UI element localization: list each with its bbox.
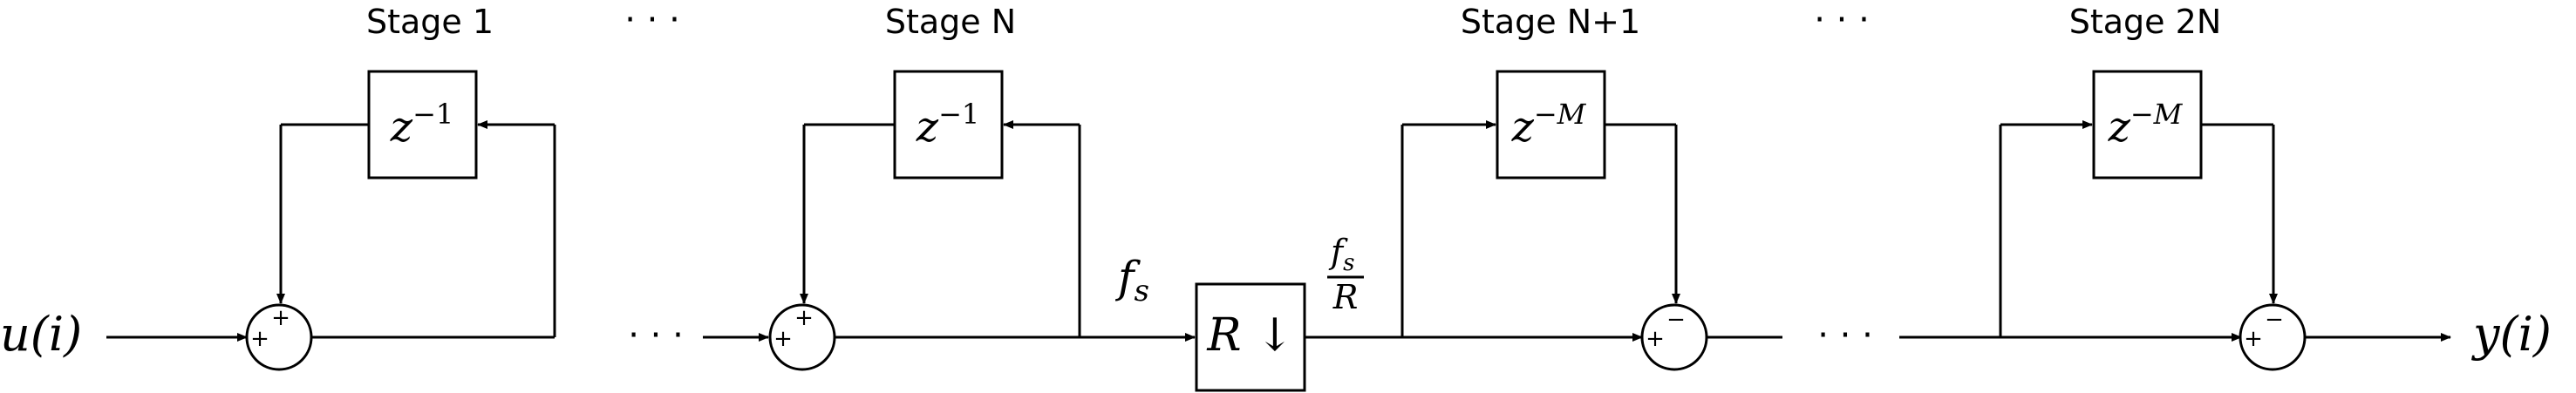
decimator-block <box>1195 282 1306 392</box>
output-rate-denominator: R <box>1332 278 1359 316</box>
stage-2n-comb-delay-block <box>2092 70 2203 180</box>
stage-n-plus-left: + <box>773 326 793 352</box>
stage-n-delay-block <box>893 70 1004 180</box>
stage-n-delay-label: z−1 <box>916 98 979 152</box>
decimator-label: R ↓ <box>1206 309 1293 362</box>
output-rate-numerator: fs <box>1328 233 1354 276</box>
output-signal-label: y(i) <box>2471 307 2552 362</box>
stage-1-plus-left: + <box>250 326 269 352</box>
input-rate-label: fs <box>1114 252 1149 308</box>
stage-n1-comb-delay-label: z−M <box>1511 98 1587 152</box>
stage-2n-label: Stage 2N <box>2069 3 2222 41</box>
stage-n-plus-top: + <box>794 305 814 331</box>
top-ellipsis-2: · · · <box>1814 0 1870 40</box>
input-signal-label: u(i) <box>0 307 82 362</box>
stage-1-delay-label: z−1 <box>390 98 453 152</box>
stage-n1-minus-top: − <box>1666 307 1686 333</box>
stage-n1-plus-left: + <box>1646 326 1665 352</box>
stage-1-plus-top: + <box>271 305 290 331</box>
stage-2n-minus-top: − <box>2265 307 2284 333</box>
path-ellipsis-2: · · · <box>1817 315 1873 356</box>
stage-n-label: Stage N <box>885 3 1016 41</box>
top-ellipsis-1: · · · <box>624 0 680 40</box>
stage-n-plus-1-label: Stage N+1 <box>1461 3 1640 41</box>
path-ellipsis-1: · · · <box>628 315 684 356</box>
stage-2n-plus-left: + <box>2244 326 2263 352</box>
stage-1-label: Stage 1 <box>366 3 494 41</box>
stage-2n-comb-delay-label: z−M <box>2108 98 2184 152</box>
